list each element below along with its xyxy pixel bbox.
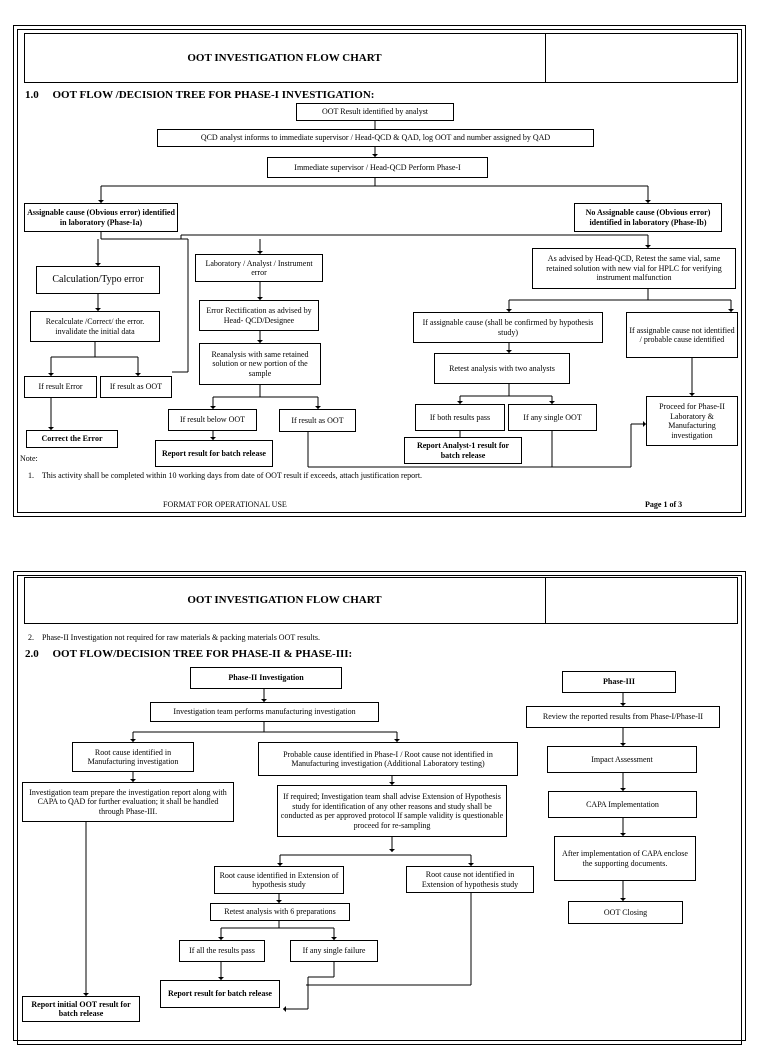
page-1-title-divider xyxy=(545,33,546,83)
page-1-connectors xyxy=(48,121,734,468)
report-analyst1-box: Report Analyst-1 result for batch releas… xyxy=(404,437,522,464)
page-2-title-box xyxy=(24,577,738,624)
if-any-failure-box: If any single failure xyxy=(290,940,378,962)
root-cause-extension-box: Root cause identified in Extension of hy… xyxy=(214,866,344,894)
report-batch-release-box: Report result for batch release xyxy=(155,440,273,467)
team-manufacturing-box: Investigation team performs manufacturin… xyxy=(150,702,379,722)
page-1-title: OOT INVESTIGATION FLOW CHART xyxy=(187,52,382,64)
retest-6-preps-box: Retest analysis with 6 preparations xyxy=(210,903,350,921)
if-result-oot-left-box: If result as OOT xyxy=(100,376,172,398)
supervisor-phase1-box: Immediate supervisor / Head-QCD Perform … xyxy=(267,157,488,178)
report-batch-release-box-2: Report result for batch release xyxy=(160,980,280,1008)
phase3-box: Phase-III xyxy=(562,671,676,693)
retest-same-vial-box: As advised by Head-QCD, Retest the same … xyxy=(532,248,736,289)
review-results-box: Review the reported results from Phase-I… xyxy=(526,706,720,728)
phase2-investigation-box: Phase-II Investigation xyxy=(190,667,342,689)
correct-error-box: Correct the Error xyxy=(26,430,118,448)
page-2-title-divider xyxy=(545,577,546,624)
page-2-title: OOT INVESTIGATION FLOW CHART xyxy=(187,594,382,606)
if-result-error-box: If result Error xyxy=(24,376,97,398)
note-label: Note: xyxy=(20,454,38,463)
lab-analyst-instrument-box: Laboratory / Analyst / Instrument error xyxy=(195,254,323,282)
capa-implementation-box: CAPA Implementation xyxy=(548,791,697,818)
page-1-section-heading: 1.0 OOT FLOW /DECISION TREE FOR PHASE-I … xyxy=(25,89,375,101)
page-1-inner-border xyxy=(17,29,742,513)
recalculate-box: Recalculate /Correct/ the error. invalid… xyxy=(30,311,160,342)
qcd-informs-box: QCD analyst informs to immediate supervi… xyxy=(157,129,594,147)
note-1: 1. This activity shall be completed with… xyxy=(28,471,423,480)
retest-two-analysts-box: Retest analysis with two analysts xyxy=(434,353,570,384)
if-below-oot-box: If result below OOT xyxy=(168,409,257,431)
page-1-title-box xyxy=(24,33,738,83)
footer-right: Page 1 of 3 xyxy=(645,500,683,509)
no-assignable-cause-box: No Assignable cause (Obvious error) iden… xyxy=(574,203,722,232)
calc-typo-box: Calculation/Typo error xyxy=(36,266,160,294)
oot-identified-box: OOT Result identified by analyst xyxy=(296,103,454,121)
team-prepare-report-box: Investigation team prepare the investiga… xyxy=(22,782,234,822)
error-rectification-box: Error Rectification as advised by Head- … xyxy=(199,300,319,331)
probable-cause-box: Probable cause identified in Phase-I / R… xyxy=(258,742,518,776)
if-all-pass-box: If all the results pass xyxy=(179,940,265,962)
if-both-pass-box: If both results pass xyxy=(415,404,505,431)
if-any-single-oot-box: If any single OOT xyxy=(508,404,597,431)
page-2-section-heading: 2.0 OOT FLOW/DECISION TREE FOR PHASE-II … xyxy=(25,648,353,660)
if-required-extension-box: If required; Investigation team shall ad… xyxy=(277,785,507,837)
if-assignable-hypothesis-box: If assignable cause (shall be confirmed … xyxy=(413,312,603,343)
assignable-cause-box: Assignable cause (Obvious error) identif… xyxy=(24,203,178,232)
oot-closing-box: OOT Closing xyxy=(568,901,683,924)
root-cause-not-extension-box: Root cause not identified in Extension o… xyxy=(406,866,534,893)
if-not-identified-box: If assignable cause not identified / pro… xyxy=(626,312,738,358)
footer-left: FORMAT FOR OPERATIONAL USE xyxy=(163,500,287,509)
page-2-connectors xyxy=(83,689,626,1012)
root-cause-mfg-box: Root cause identified in Manufacturing i… xyxy=(72,742,194,772)
proceed-phase2-box: Proceed for Phase-II Laboratory & Manufa… xyxy=(646,396,738,446)
report-initial-box: Report initial OOT result for batch rele… xyxy=(22,996,140,1022)
reanalysis-box: Reanalysis with same retained solution o… xyxy=(199,343,321,385)
impact-assessment-box: Impact Assessment xyxy=(547,746,697,773)
after-capa-box: After implementation of CAPA enclose the… xyxy=(554,836,696,881)
if-result-oot-mid-box: If result as OOT xyxy=(279,409,356,432)
note-2: 2. Phase-II Investigation not required f… xyxy=(28,633,320,642)
